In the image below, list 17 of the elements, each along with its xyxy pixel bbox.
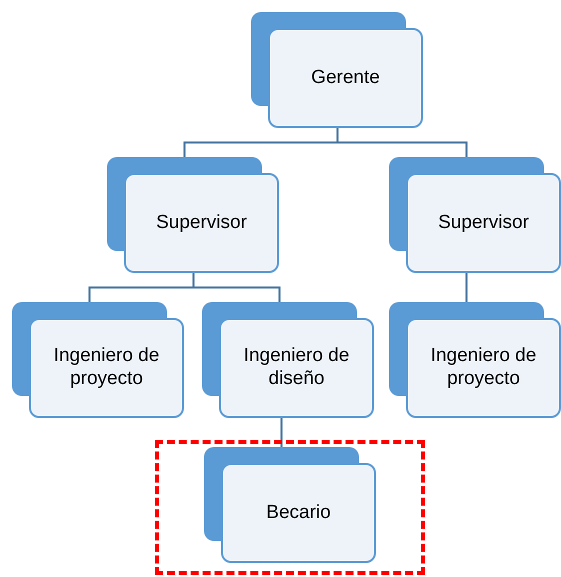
connector-line (280, 418, 282, 447)
stacked-card (389, 302, 561, 418)
role-label: Becario (221, 463, 376, 563)
role-label: Gerente (268, 28, 423, 128)
role-label: Ingeniero de proyecto (29, 318, 184, 418)
role-label: Supervisor (124, 173, 279, 273)
stacked-card (251, 12, 423, 128)
role-label: Ingeniero de proyecto (406, 318, 561, 418)
stacked-card (107, 157, 279, 273)
stacked-card (204, 447, 376, 563)
stacked-card (389, 157, 561, 273)
stacked-card (202, 302, 374, 418)
stacked-card (12, 302, 184, 418)
role-label: Supervisor (406, 173, 561, 273)
dashed-frame (155, 440, 425, 575)
role-label: Ingeniero de diseño (219, 318, 374, 418)
connector-line (466, 273, 468, 302)
